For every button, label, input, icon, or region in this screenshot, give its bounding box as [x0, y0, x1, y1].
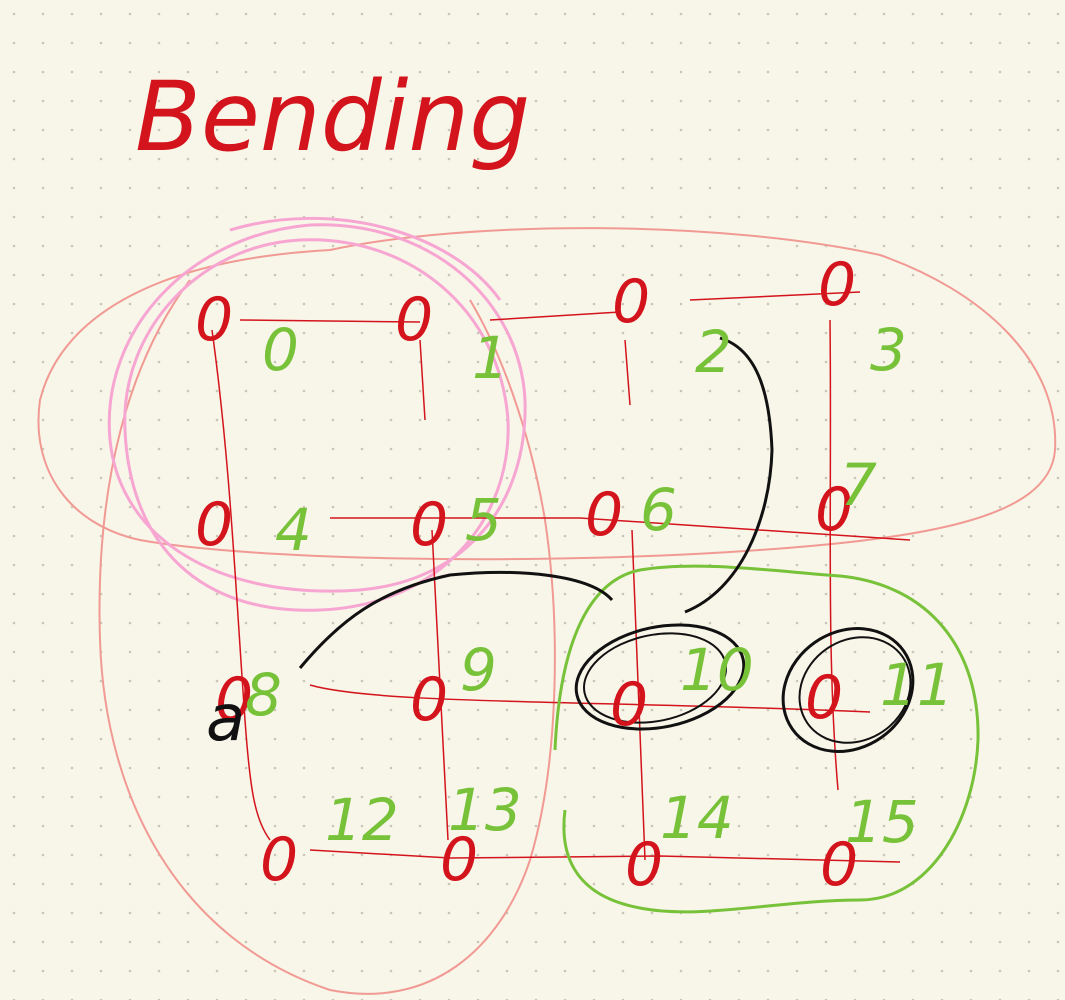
node-value-5: 0	[410, 490, 448, 560]
node-index-label-6: 6	[640, 476, 677, 544]
node-index-label-12: 12	[325, 786, 399, 854]
node-value-0: 0	[195, 285, 233, 355]
node-index-label-1: 1	[472, 324, 509, 392]
top-rows-enclosure	[37, 227, 1057, 561]
salmon-enclosures	[37, 227, 1057, 995]
pink-group-circles	[107, 216, 527, 612]
grid-edges	[211, 291, 911, 863]
node-index-label-13: 13	[448, 776, 522, 844]
black-annotations	[298, 336, 915, 753]
node-value-2: 0	[612, 267, 650, 337]
annotation-a: a	[206, 682, 245, 756]
node-index-label-3: 3	[870, 316, 907, 384]
node-index-label-11: 11	[880, 651, 954, 719]
node-value-9: 0	[410, 665, 448, 735]
node-value-14: 0	[625, 830, 663, 900]
node-value-11: 0	[805, 663, 843, 733]
node-index-label-15: 15	[845, 788, 919, 856]
title-bending: Bending	[135, 61, 530, 173]
node-value-15: 0	[820, 830, 858, 900]
left-columns-enclosure	[98, 279, 556, 995]
node-value-7: 0	[815, 475, 853, 545]
node-index-label-9: 9	[460, 636, 497, 704]
node-index-label-10: 10	[680, 636, 754, 704]
node-index-label-7: 7	[840, 451, 877, 519]
node-index-label-2: 2	[695, 318, 732, 386]
node-index-label-0: 0	[262, 316, 299, 384]
green-group-enclosure	[553, 564, 980, 914]
node-value-1: 0	[395, 285, 433, 355]
node-index-label-4: 4	[275, 496, 312, 564]
node-value-6: 0	[585, 480, 623, 550]
node-index-label-14: 14	[660, 784, 734, 852]
node-index-label-8: 8	[245, 661, 282, 729]
node-value-10: 0	[610, 670, 648, 740]
node-value-12: 0	[260, 825, 298, 895]
node-value-8: 0	[215, 665, 253, 735]
node-value-3: 0	[818, 250, 856, 320]
node-index-label-5: 5	[465, 486, 502, 554]
node-value-13: 0	[440, 825, 478, 895]
node-value-4: 0	[195, 490, 233, 560]
